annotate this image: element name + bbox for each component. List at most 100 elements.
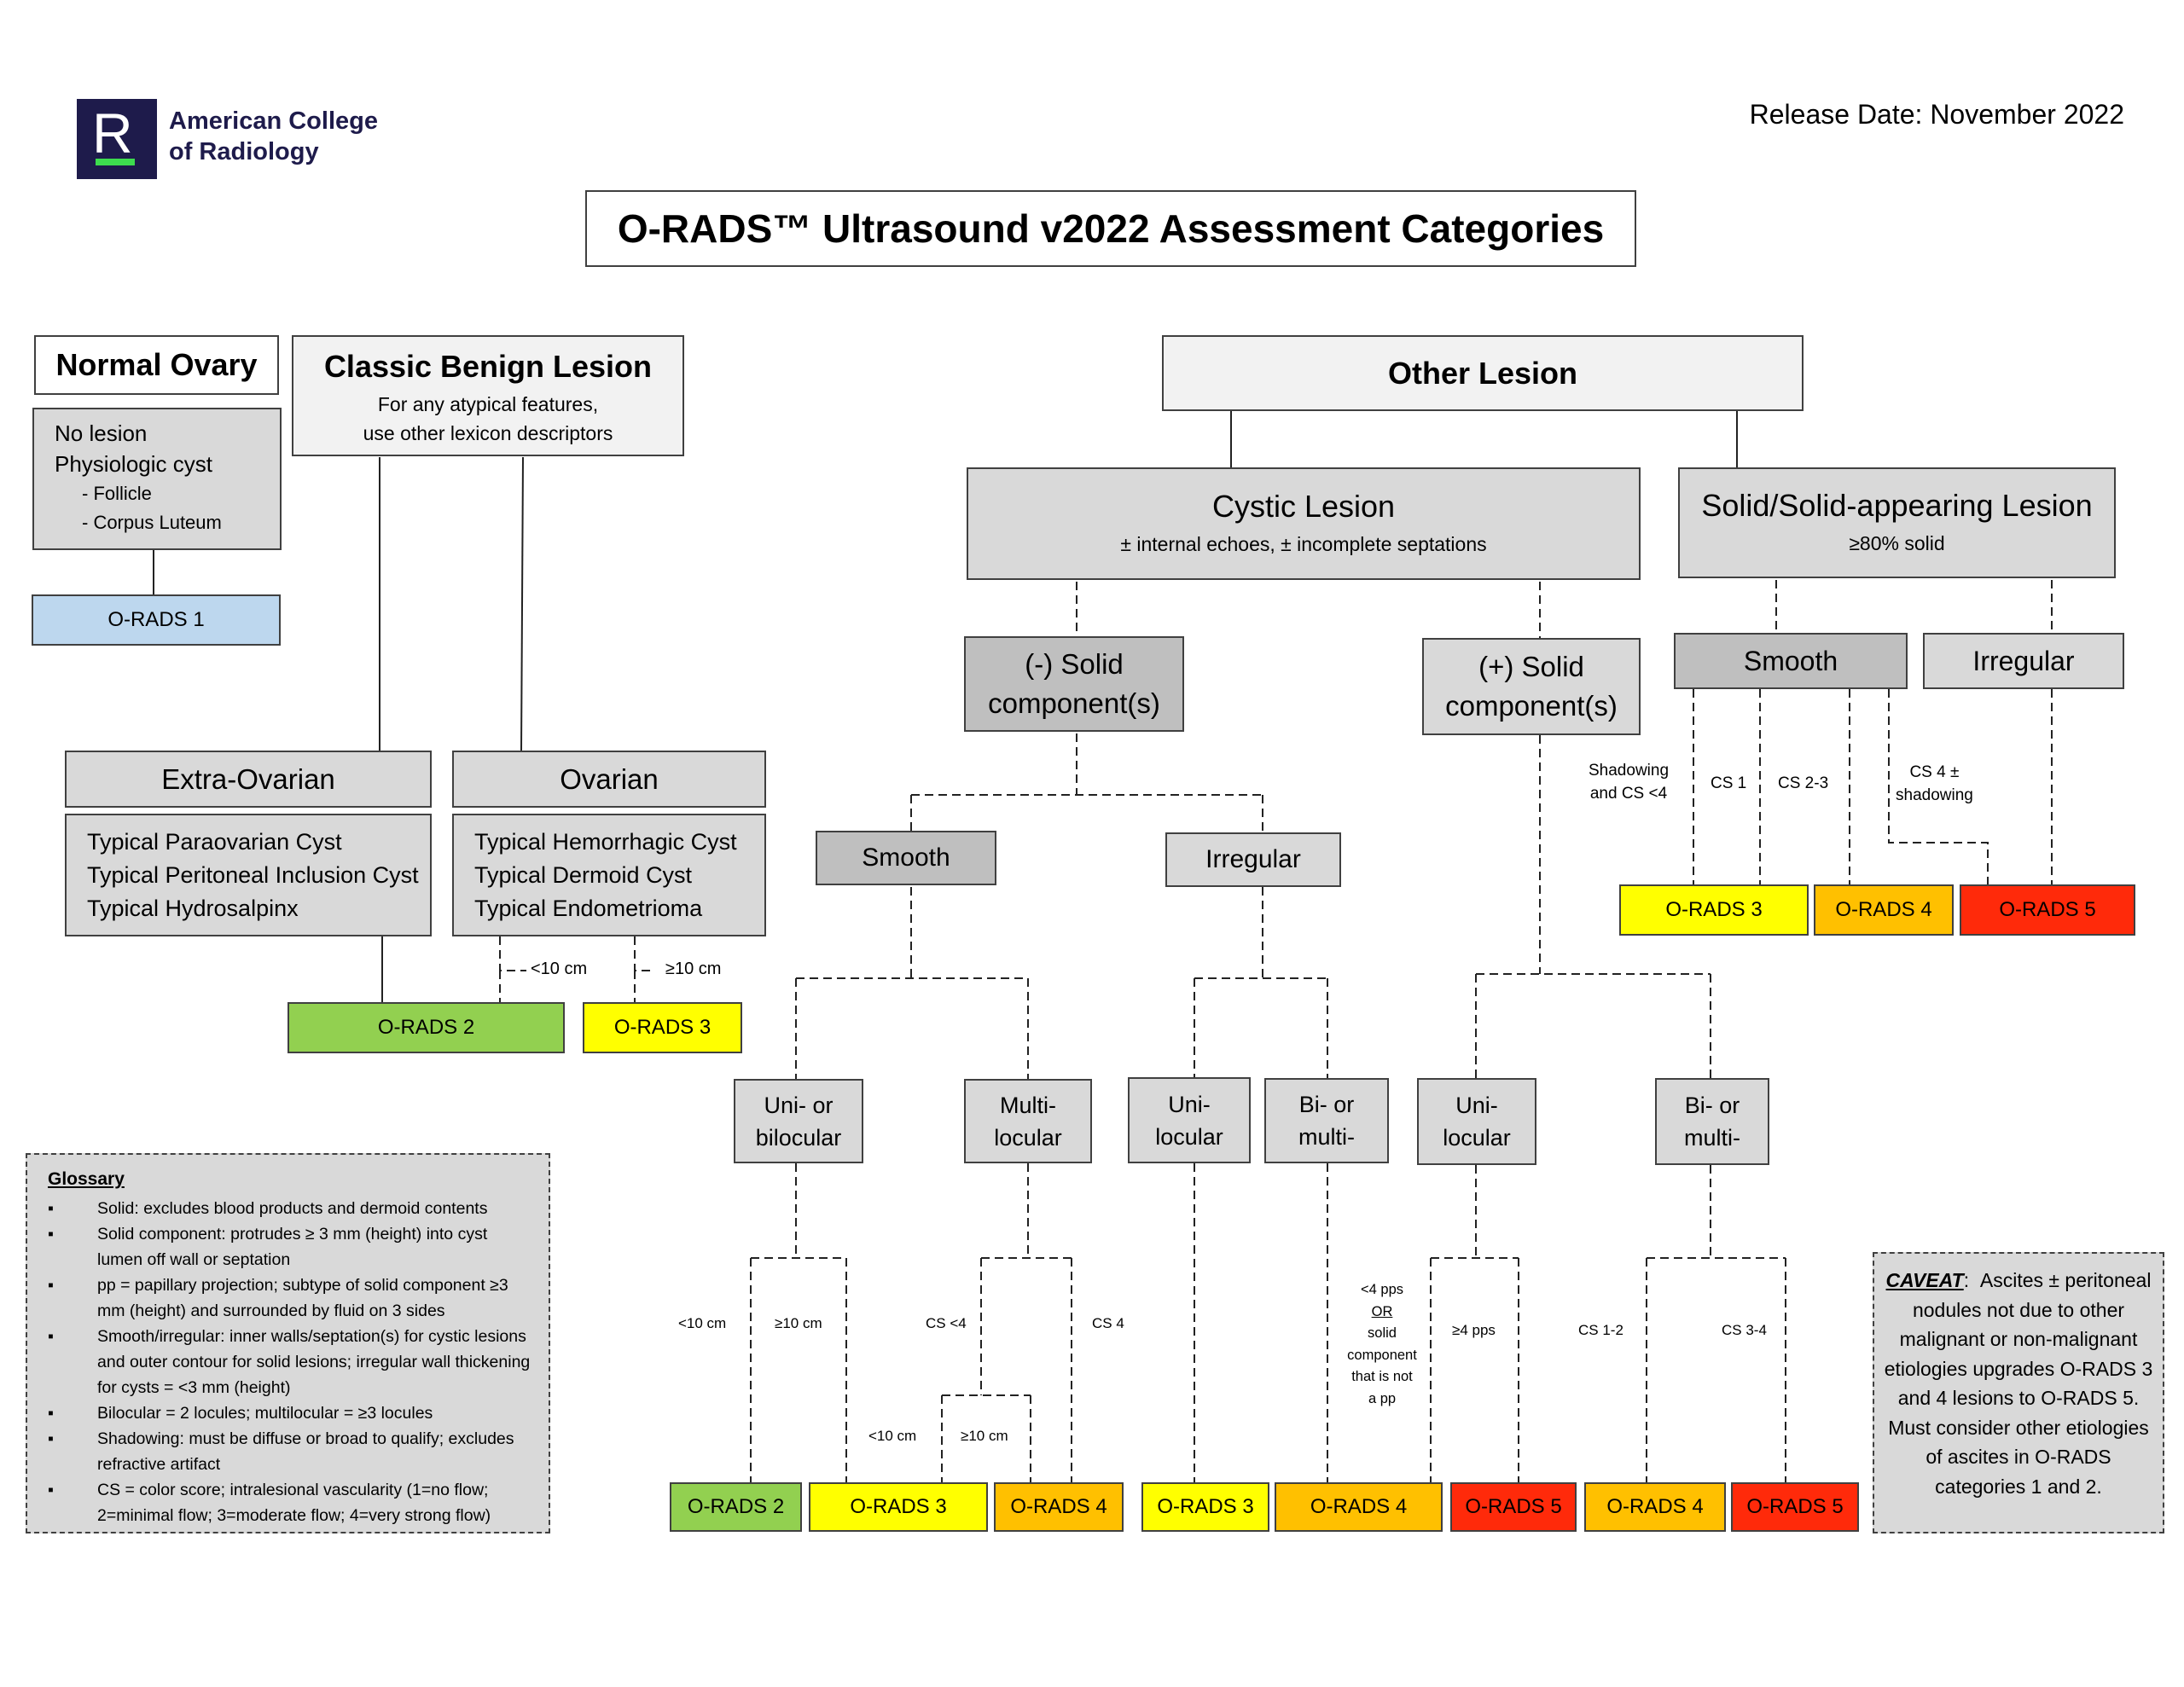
- glossary-item: pp = papillary projection; subtype of so…: [48, 1272, 531, 1324]
- list-item: - Corpus Luteum: [82, 512, 222, 533]
- label-cs23: CS 2-3: [1778, 774, 1829, 792]
- orads-label: O-RADS 3: [850, 1495, 947, 1518]
- neg-solid-component: (-) Solid component(s): [964, 636, 1184, 732]
- caveat-label: CAVEAT: [1885, 1269, 1964, 1291]
- multi-line2: locular: [994, 1124, 1062, 1151]
- page-title: O-RADS™ Ultrasound v2022 Assessment Cate…: [585, 190, 1636, 267]
- orads-label: O-RADS 2: [377, 1016, 475, 1039]
- pps-line: a pp: [1368, 1390, 1397, 1406]
- list-item: - Follicle: [82, 483, 152, 504]
- other-lesion-title: Other Lesion: [1387, 355, 1578, 391]
- glossary-item: Smooth/irregular: inner walls/septation(…: [48, 1324, 531, 1400]
- pos-bi-orads-4: O-RADS 4: [1584, 1482, 1726, 1532]
- cystic-lesion-header: Cystic Lesion ± internal echoes, ± incom…: [967, 467, 1641, 580]
- orads-label: O-RADS 4: [1835, 898, 1932, 921]
- pos-bi-orads-5: O-RADS 5: [1731, 1482, 1859, 1532]
- solid-lesion-header: Solid/Solid-appearing Lesion ≥80% solid: [1678, 467, 2116, 578]
- pos-solid-line2: component(s): [1445, 690, 1618, 722]
- caveat-text: Ascites ± peritoneal nodules not due to …: [1884, 1269, 2153, 1498]
- orads-label: O-RADS 5: [1999, 898, 2096, 921]
- cystic-orads-3: O-RADS 3: [809, 1482, 988, 1532]
- bi-line2: multi-: [1684, 1125, 1740, 1151]
- classic-benign-title: Classic Benign Lesion: [323, 349, 653, 384]
- label-cs1: CS 1: [1711, 774, 1747, 792]
- list-item: Typical Hemorrhagic Cyst: [474, 829, 737, 855]
- cystic-lesion-title: Cystic Lesion: [1211, 489, 1396, 524]
- list-item: Typical Endometrioma: [474, 896, 703, 921]
- pps-line: component: [1347, 1347, 1417, 1363]
- list-item: No lesion: [55, 420, 148, 446]
- uni-bi-line1: Uni- or: [764, 1092, 834, 1118]
- glossary-title: Glossary: [48, 1169, 125, 1189]
- pos-solid-component: (+) Solid component(s): [1422, 638, 1641, 735]
- orads-1-result: O-RADS 1: [32, 594, 281, 646]
- cystic-orads-2: O-RADS 2: [670, 1482, 802, 1532]
- uni-bi-line2: bilocular: [755, 1124, 842, 1151]
- release-date: Release Date: November 2022: [1749, 99, 2124, 130]
- label-cs4-line1: CS 4 ±: [1909, 763, 1960, 781]
- uni-line1: Uni-: [1168, 1091, 1211, 1117]
- label-pps-or-solid: <4 pps OR solid component that is not a …: [1339, 1279, 1425, 1410]
- glossary-item: Shadowing: must be diffuse or broad to q…: [48, 1426, 531, 1477]
- label-cs12: CS 1-2: [1578, 1322, 1623, 1338]
- list-item: Physiologic cyst: [55, 451, 212, 477]
- solid-irregular: Irregular: [1923, 633, 2124, 689]
- ovarian-header: Ovarian: [452, 751, 766, 808]
- list-item: Typical Paraovarian Cyst: [87, 829, 342, 855]
- orads-label: O-RADS 5: [1465, 1495, 1562, 1518]
- extra-ovarian-title: Extra-Ovarian: [161, 762, 335, 795]
- uni-line1: Uni-: [1455, 1093, 1498, 1118]
- extra-ovarian-list: Typical Paraovarian Cyst Typical Periton…: [65, 814, 432, 936]
- neg-solid-line2: component(s): [988, 687, 1160, 719]
- other-lesion-header: Other Lesion: [1162, 335, 1804, 411]
- normal-ovary-list: No lesion Physiologic cyst - Follicle - …: [32, 408, 282, 550]
- uni-line2: locular: [1155, 1123, 1223, 1150]
- glossary-box: Glossary Solid: excludes blood products …: [26, 1153, 550, 1533]
- orads-2-result: O-RADS 2: [288, 1002, 565, 1053]
- orads-label: O-RADS 4: [1010, 1495, 1107, 1518]
- solid-orads-3: O-RADS 3: [1619, 884, 1809, 936]
- label-ge10cm-2: ≥10 cm: [961, 1428, 1008, 1444]
- pps-line: that is not: [1351, 1369, 1413, 1384]
- pos-uni-orads-5: O-RADS 5: [1450, 1482, 1577, 1532]
- label-shadowing-line1: Shadowing: [1589, 762, 1670, 780]
- glossary-item: Solid: excludes blood products and dermo…: [48, 1196, 531, 1221]
- orads-label: O-RADS 2: [687, 1495, 785, 1518]
- ovarian-title: Ovarian: [560, 762, 659, 795]
- irregular-orads-4: O-RADS 4: [1275, 1482, 1443, 1532]
- irregular-unilocular: Uni- locular: [1128, 1077, 1251, 1163]
- solid-lesion-sub: ≥80% solid: [1849, 532, 1945, 554]
- orads-label: O-RADS 3: [613, 1016, 712, 1039]
- orads-label: O-RADS 3: [1665, 898, 1763, 921]
- cystic-smooth-label: Smooth: [862, 844, 950, 872]
- logo-letter: R: [92, 101, 133, 165]
- bi-line1: Bi- or: [1298, 1092, 1355, 1117]
- glossary-list: Solid: excludes blood products and dermo…: [48, 1196, 531, 1528]
- pps-line: <4 pps: [1361, 1282, 1403, 1297]
- classic-benign-sub2: use other lexicon descriptors: [363, 422, 613, 444]
- solid-orads-4: O-RADS 4: [1814, 884, 1954, 936]
- bi-line1: Bi- or: [1684, 1093, 1740, 1118]
- orads-label: O-RADS 4: [1310, 1495, 1408, 1518]
- list-item: Typical Hydrosalpinx: [87, 896, 299, 921]
- cystic-irregular-label: Irregular: [1205, 845, 1301, 873]
- orads-3-result: O-RADS 3: [583, 1002, 742, 1053]
- label-shadowing: Shadowing and CS <4: [1589, 759, 1669, 805]
- solid-irregular-label: Irregular: [1972, 645, 2075, 676]
- orads-label: O-RADS 3: [1157, 1495, 1254, 1518]
- pps-line: solid: [1368, 1325, 1397, 1341]
- label-cs-lt4: CS <4: [926, 1315, 967, 1331]
- orads-label: O-RADS 4: [1606, 1495, 1704, 1518]
- classic-benign-sub1: For any atypical features,: [377, 393, 599, 415]
- pos-bi-multi: Bi- or multi-: [1655, 1078, 1769, 1165]
- label-cs34: CS 3-4: [1722, 1322, 1767, 1338]
- cystic-irregular: Irregular: [1165, 832, 1341, 887]
- page-title-text: O-RADS™ Ultrasound v2022 Assessment Cate…: [617, 206, 1605, 251]
- label-cs4: CS 4: [1092, 1315, 1124, 1331]
- solid-orads-5: O-RADS 5: [1960, 884, 2135, 936]
- bi-line2: multi-: [1298, 1124, 1355, 1150]
- normal-ovary-header: Normal Ovary: [34, 335, 279, 395]
- glossary-item: Bilocular = 2 locules; multilocular = ≥3…: [48, 1400, 531, 1426]
- multilocular: Multi- locular: [964, 1079, 1092, 1163]
- solid-smooth-label: Smooth: [1743, 645, 1838, 676]
